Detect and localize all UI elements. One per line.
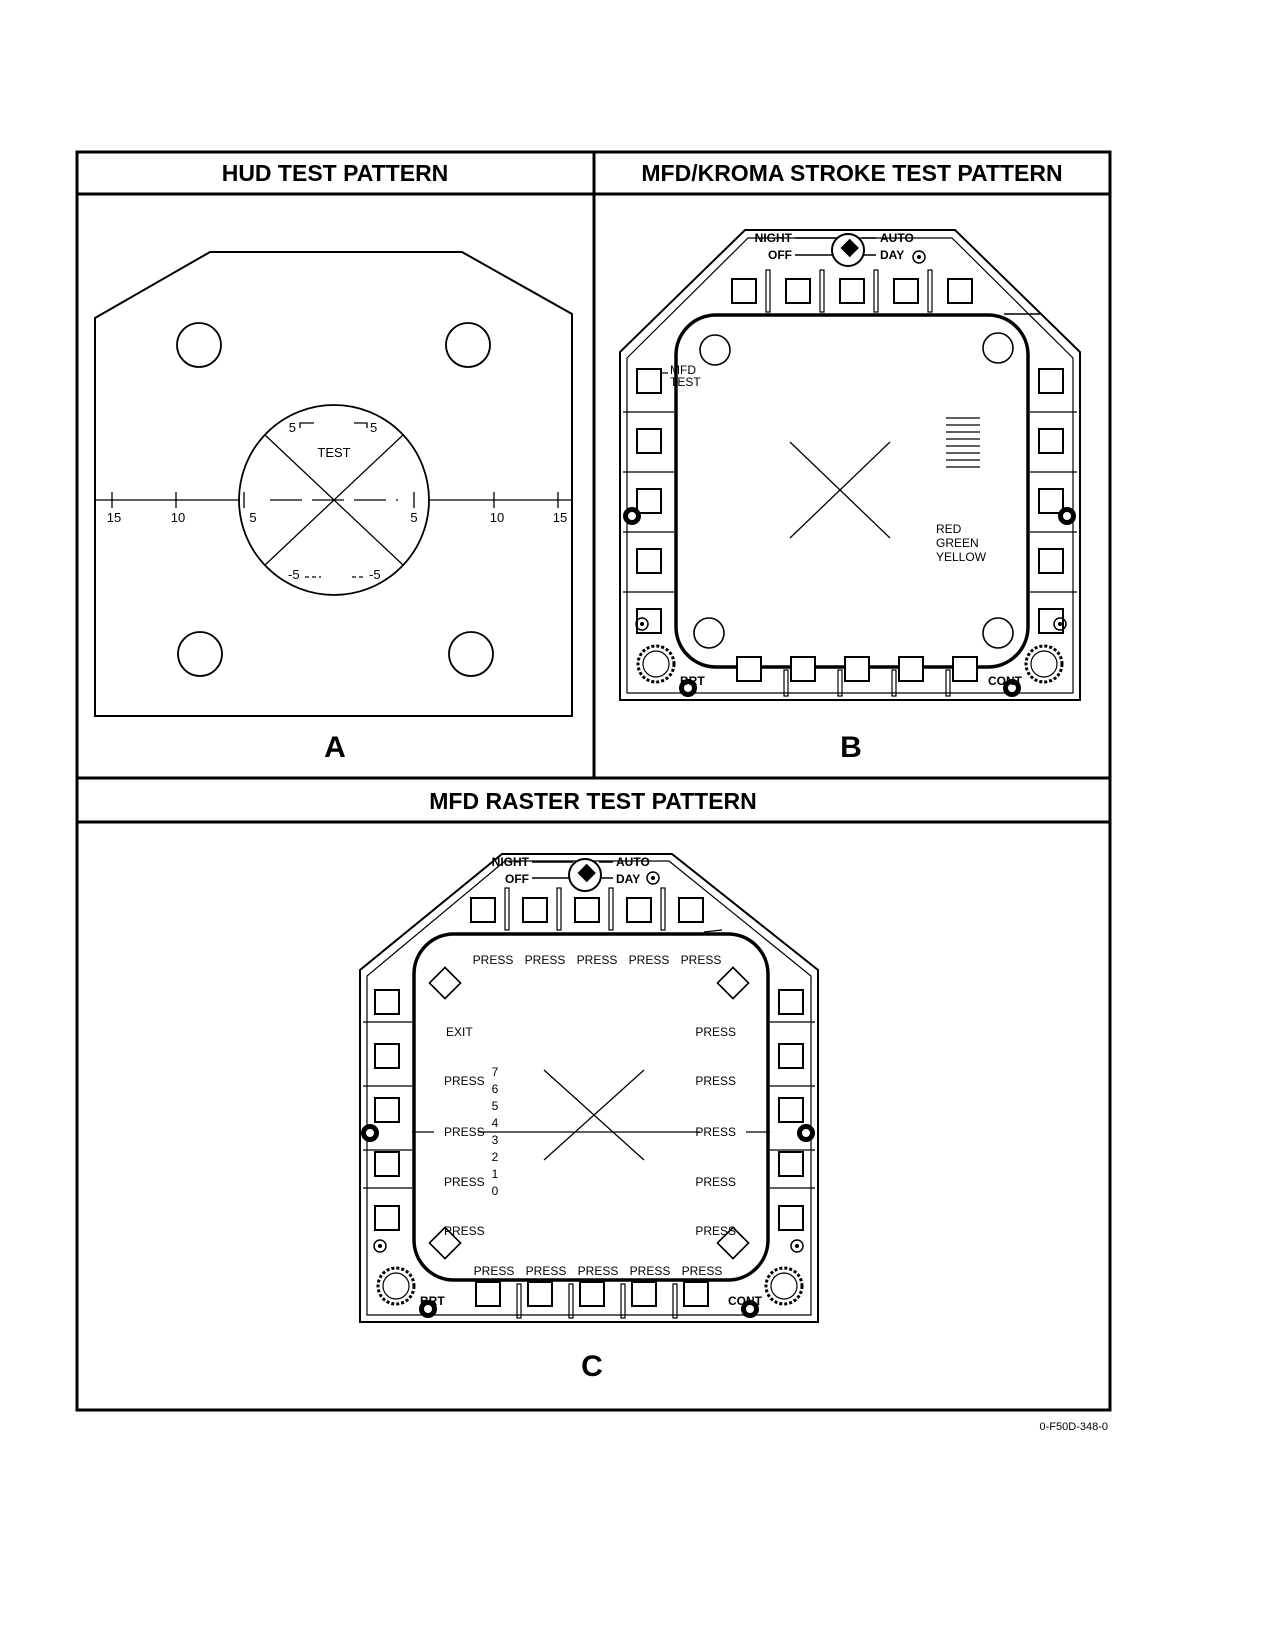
press-label: PRESS	[695, 1025, 736, 1039]
night-label: NIGHT	[492, 855, 530, 869]
press-label: PRESS	[526, 1264, 567, 1278]
hud-scale-label: 5	[249, 510, 256, 525]
off-label: OFF	[768, 248, 792, 262]
press-label: PRESS	[577, 953, 618, 967]
press-label: PRESS	[682, 1264, 723, 1278]
press-label: PRESS	[444, 1175, 485, 1189]
cont-label: CONT	[988, 674, 1023, 688]
panel-letter-a: A	[324, 731, 346, 764]
press-label: PRESS	[681, 953, 722, 967]
hud-scale-label: 15	[553, 510, 567, 525]
corner-diamond	[716, 1226, 750, 1260]
corner-circle	[693, 617, 725, 649]
gray-level: 5	[492, 1099, 499, 1113]
gray-level: 1	[492, 1167, 499, 1181]
line-pattern	[946, 417, 980, 468]
hud-scale-label: 10	[490, 510, 504, 525]
figure-border	[75, 150, 1112, 1412]
press-label: PRESS	[695, 1175, 736, 1189]
raster-header: MFD RASTER TEST PATTERN	[429, 788, 757, 814]
panel-letter-b: B	[840, 731, 862, 764]
gray-level: 7	[492, 1065, 499, 1079]
panel-letter-c: C	[581, 1350, 603, 1383]
exit-label: EXIT	[446, 1025, 473, 1039]
hud-mount-hole	[176, 322, 222, 368]
color-label: GREEN	[936, 536, 979, 550]
raster-test-mfd: NIGHT OFF AUTO DAY BRT CONT PRESS PRESS …	[358, 852, 820, 1324]
press-label: PRESS	[695, 1074, 736, 1088]
gray-level: 0	[492, 1184, 499, 1198]
press-label: PRESS	[695, 1125, 736, 1139]
stroke-test-mfd: NIGHT OFF AUTO DAY BRT CONT MFD TEST RED…	[618, 228, 1082, 702]
corner-diamond	[428, 1226, 462, 1260]
press-label: PRESS	[525, 953, 566, 967]
pitch-top-right: 5	[370, 420, 377, 435]
hud-scale-label: 10	[171, 510, 185, 525]
pitch-bottom-right: -5	[369, 567, 381, 582]
hud-scale-label: 15	[107, 510, 121, 525]
hud-test-pattern: 15 10 5 5 10 15 TEST 5 5 -5 -5	[94, 251, 573, 717]
pitch-bottom-left: -5	[288, 567, 300, 582]
brt-label: BRT	[420, 1294, 445, 1308]
pitch-top-left: 5	[289, 420, 296, 435]
gray-level: 4	[492, 1116, 499, 1130]
press-label: PRESS	[695, 1224, 736, 1238]
gray-level: 2	[492, 1150, 499, 1164]
mfd-test-label: MFD	[670, 363, 696, 377]
color-label: RED	[936, 522, 962, 536]
corner-circle	[982, 332, 1014, 364]
hud-scale-label: 5	[410, 510, 417, 525]
press-label: PRESS	[473, 953, 514, 967]
press-label: PRESS	[474, 1264, 515, 1278]
figure-id: 0-F50D-348-0	[1040, 1421, 1108, 1433]
corner-diamond	[428, 966, 462, 1000]
day-label: DAY	[616, 872, 640, 886]
hud-mount-hole	[177, 631, 223, 677]
press-label: PRESS	[578, 1264, 619, 1278]
press-label: PRESS	[444, 1224, 485, 1238]
hud-mount-hole	[445, 322, 491, 368]
corner-diamond	[716, 966, 750, 1000]
cont-label: CONT	[728, 1294, 763, 1308]
auto-label: AUTO	[880, 231, 914, 245]
hud-mount-hole	[448, 631, 494, 677]
color-label: YELLOW	[936, 550, 987, 564]
hud-test-label: TEST	[317, 445, 350, 460]
stroke-header: MFD/KROMA STROKE TEST PATTERN	[641, 160, 1062, 186]
night-label: NIGHT	[755, 231, 793, 245]
gray-level: 3	[492, 1133, 499, 1147]
press-label: PRESS	[444, 1125, 485, 1139]
mfd-test-label: TEST	[670, 375, 701, 389]
brt-label: BRT	[680, 674, 705, 688]
hud-header: HUD TEST PATTERN	[222, 160, 449, 186]
press-label: PRESS	[444, 1074, 485, 1088]
press-label: PRESS	[630, 1264, 671, 1278]
corner-circle	[699, 334, 731, 366]
corner-circle	[982, 617, 1014, 649]
day-label: DAY	[880, 248, 904, 262]
gray-level: 6	[492, 1082, 499, 1096]
gray-scale: 7 6 5 4 3 2 1 0	[492, 1065, 499, 1198]
press-label: PRESS	[629, 953, 670, 967]
auto-label: AUTO	[616, 855, 650, 869]
off-label: OFF	[505, 872, 529, 886]
